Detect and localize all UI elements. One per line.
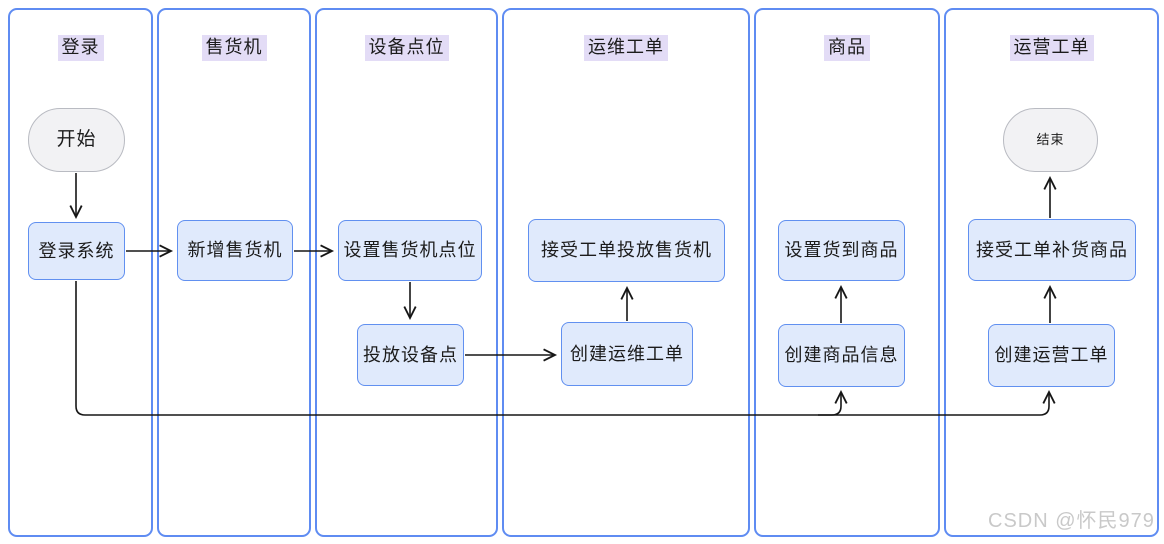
node-set-machine-point: 设置售货机点位 [338, 220, 482, 281]
node-login-system: 登录系统 [28, 222, 125, 280]
lane-operation-order: 运营工单 [944, 8, 1159, 537]
lane-title: 设备点位 [364, 35, 449, 61]
node-accept-order-restock: 接受工单补货商品 [968, 219, 1136, 281]
node-start: 开始 [28, 108, 125, 172]
lane-title: 登录 [57, 35, 104, 61]
lane-maintenance-order: 运维工单 [502, 8, 750, 537]
node-accept-order-deploy-machine: 接受工单投放售货机 [528, 219, 725, 282]
node-create-product-info: 创建商品信息 [778, 324, 905, 387]
lane-header-login: 登录 [10, 35, 151, 61]
lane-header-operation-order: 运营工单 [946, 35, 1157, 61]
node-add-vending-machine: 新增售货机 [177, 220, 293, 281]
node-end: 结束 [1003, 108, 1098, 172]
lane-title: 运营工单 [1009, 35, 1094, 61]
node-create-operation-order: 创建运营工单 [988, 324, 1115, 387]
lane-product: 商品 [754, 8, 940, 537]
node-create-maintenance-order: 创建运维工单 [561, 322, 693, 386]
lane-title: 运维工单 [584, 35, 668, 61]
node-deploy-device-point: 投放设备点 [357, 324, 464, 386]
lane-header-vending-machine: 售货机 [159, 35, 309, 61]
lane-title: 售货机 [201, 35, 267, 61]
lane-vending-machine: 售货机 [157, 8, 311, 537]
lane-device-point: 设备点位 [315, 8, 498, 537]
lane-login: 登录 [8, 8, 153, 537]
lane-header-device-point: 设备点位 [317, 35, 496, 61]
lane-header-product: 商品 [756, 35, 938, 61]
csdn-watermark: CSDN @怀民979 [988, 510, 1155, 532]
node-set-goods-to-product: 设置货到商品 [778, 220, 905, 281]
lane-title: 商品 [824, 35, 870, 61]
lane-header-maintenance-order: 运维工单 [504, 35, 748, 61]
